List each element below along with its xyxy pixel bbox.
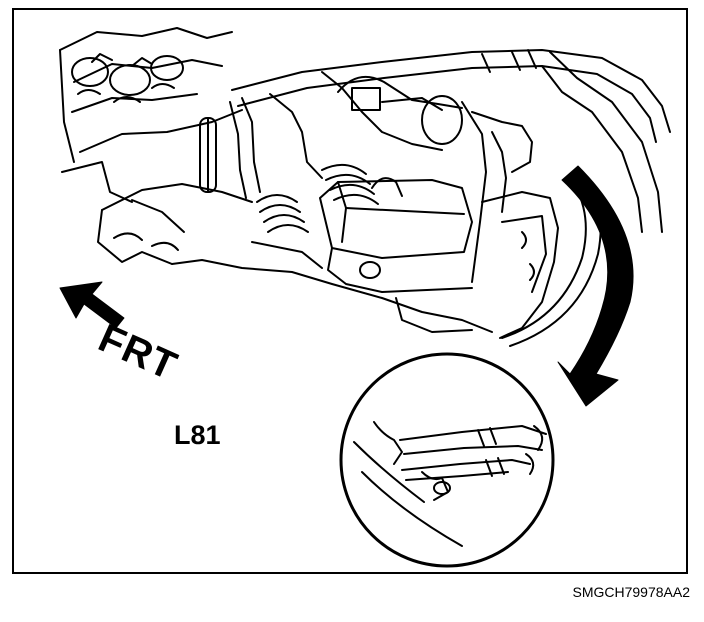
engine-code-label: L81 <box>174 420 221 450</box>
corrugated-boots <box>256 163 379 233</box>
engine-compartment-illustration <box>59 27 671 568</box>
figure-code: SMGCH79978AA2 <box>572 584 690 600</box>
upper-hoses <box>231 49 671 233</box>
fluid-reservoir <box>319 177 473 293</box>
engine-block <box>97 183 493 333</box>
right-bracket <box>481 179 602 347</box>
direction-arrow-icon <box>59 281 125 329</box>
intake-manifold <box>59 27 243 203</box>
curved-arrow-icon <box>557 165 634 407</box>
detail-inset <box>339 352 555 568</box>
center-assembly <box>199 71 533 283</box>
illustration-frame: FRT L81 <box>12 8 688 574</box>
